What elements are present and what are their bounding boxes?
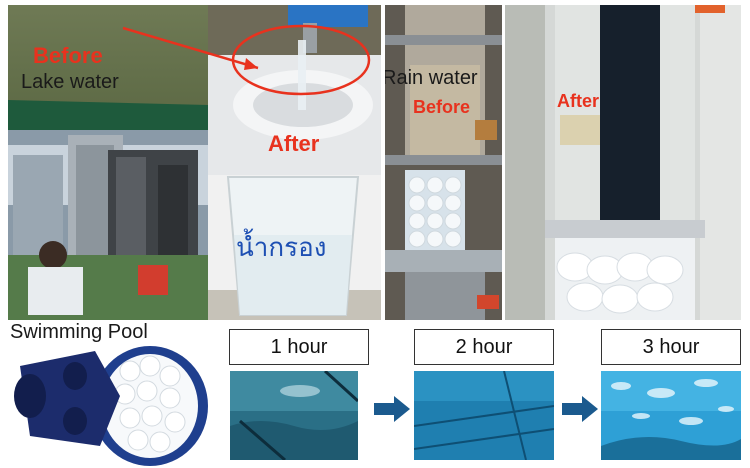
rain-after-panel: After — [505, 5, 741, 320]
rain-before-label: Before — [413, 97, 471, 117]
rain-filter-column-photo — [385, 5, 502, 320]
glass-handwritten-text: น้ำกรอง — [236, 233, 327, 263]
step-1-label: 1 hour — [270, 335, 328, 358]
tap-and-glass-photo — [208, 5, 381, 320]
swimming-pool-title: Swimming Pool — [10, 321, 148, 343]
step-3-label: 3 hour — [642, 335, 700, 358]
lake-scene-photo — [8, 5, 208, 320]
pool-photo-3-hour — [601, 371, 741, 460]
rain-water-panel: Rain water Before — [385, 5, 502, 320]
pool-photo-1-hour — [230, 371, 358, 460]
lake-before-label: Before — [33, 43, 103, 68]
blue-right-arrow-2 — [562, 396, 598, 422]
lake-water-panel: Before Lake water — [8, 5, 208, 320]
step-1-label-box: 1 hour — [229, 329, 369, 365]
step-3-label-box: 3 hour — [601, 329, 741, 365]
rain-after-label: After — [557, 91, 600, 111]
blue-right-arrow-1 — [374, 396, 410, 422]
lake-after-label: After — [268, 131, 320, 156]
lake-after-panel: After น้ำกรอง — [208, 5, 381, 320]
rain-water-title: Rain water — [385, 67, 478, 89]
step-2-label-box: 2 hour — [414, 329, 554, 365]
pool-filter-product-image — [14, 346, 208, 466]
rain-after-column-photo — [505, 5, 741, 320]
red-pointer-arrow — [122, 26, 259, 70]
step-2-label: 2 hour — [455, 335, 513, 358]
lake-water-title: Lake water — [21, 71, 119, 93]
pool-photo-2-hour — [414, 371, 554, 460]
